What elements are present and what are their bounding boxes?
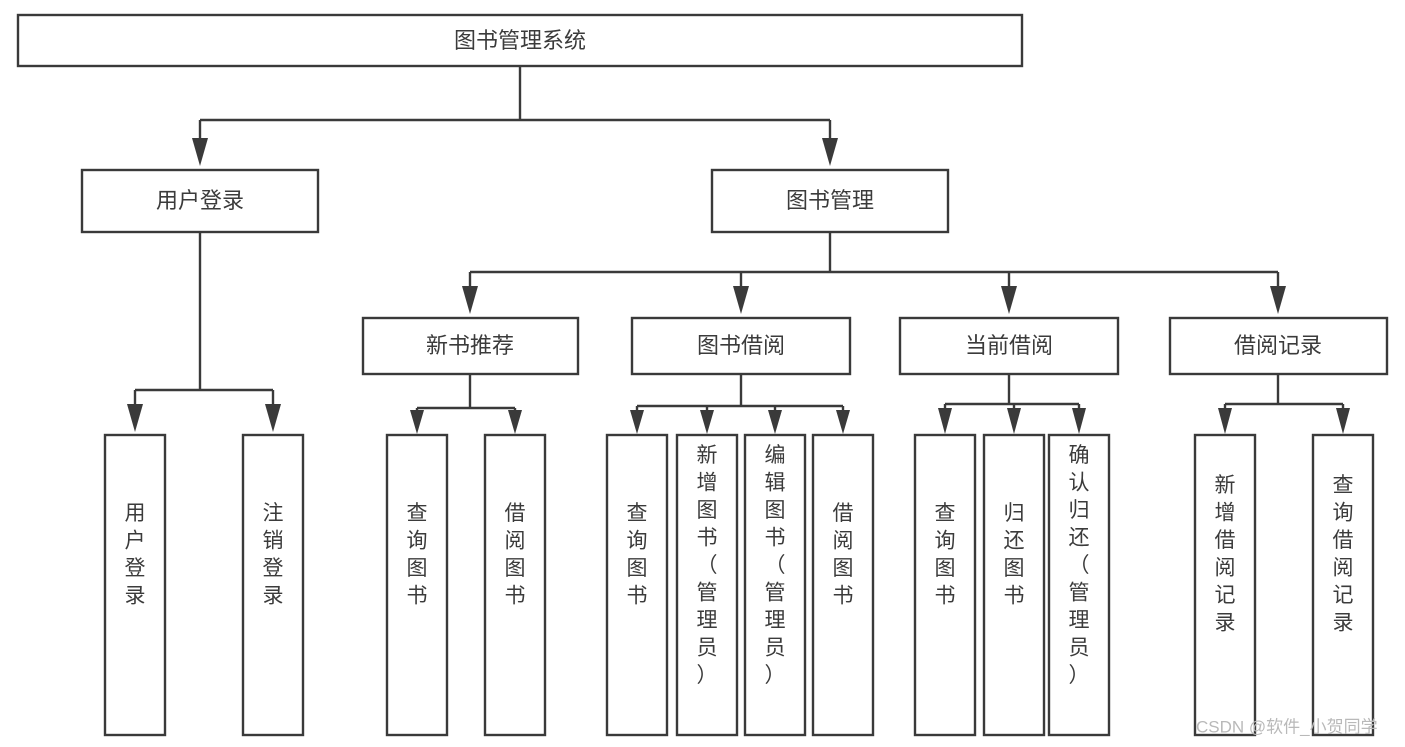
leaf-node-label: 查询图书 — [935, 502, 956, 608]
leaf-node-logout[interactable]: 注销登录 — [241, 433, 305, 737]
arrow-head-icon — [462, 286, 478, 314]
arrow-head-icon — [1336, 408, 1350, 434]
edges-layer — [127, 66, 1350, 434]
node-label: 借阅记录 — [1234, 333, 1322, 358]
leaf-node-edit-book-admin[interactable]: 编辑图书（管理员） — [743, 433, 807, 737]
arrow-head-icon — [1270, 286, 1286, 314]
node-new-book-recommend[interactable]: 新书推荐 — [361, 316, 580, 376]
node-user-login[interactable]: 用户登录 — [80, 168, 320, 234]
arrow-head-icon — [822, 138, 838, 166]
arrow-head-icon — [768, 410, 782, 434]
leaf-node-label: 新增图书（管理员） — [697, 444, 718, 687]
leaf-node-label: 确认归还（管理员） — [1069, 444, 1090, 687]
leaf-node-label: 查询借阅记录 — [1333, 474, 1354, 635]
arrow-head-icon — [836, 410, 850, 434]
node-label: 图书管理 — [786, 188, 874, 213]
arrow-head-icon — [127, 404, 143, 432]
leaf-node-label: 用户登录 — [125, 502, 146, 608]
arrow-head-icon — [508, 410, 522, 434]
leaf-node-label: 归还图书 — [1004, 502, 1025, 608]
node-book-management[interactable]: 图书管理 — [710, 168, 950, 234]
leaf-node-label: 查询图书 — [627, 502, 648, 608]
nodes-layer: 图书管理系统 用户登录 图书管理 新书推荐 图书借阅 当前 — [16, 13, 1389, 737]
leaf-node-query-books-3[interactable]: 查询图书 — [913, 433, 977, 737]
node-label: 图书管理系统 — [454, 28, 586, 53]
node-label: 当前借阅 — [965, 333, 1053, 358]
leaf-node-label: 新增借阅记录 — [1215, 474, 1236, 635]
leaf-node-borrow-books-1[interactable]: 借阅图书 — [483, 433, 547, 737]
arrow-head-icon — [1007, 408, 1021, 434]
node-root-book-management-system[interactable]: 图书管理系统 — [16, 13, 1024, 68]
leaf-node-query-books-2[interactable]: 查询图书 — [605, 433, 669, 737]
leaf-node-add-borrow-record[interactable]: 新增借阅记录 — [1193, 433, 1257, 737]
node-label: 新书推荐 — [426, 333, 514, 358]
arrow-head-icon — [410, 410, 424, 434]
leaf-node-user-login[interactable]: 用户登录 — [103, 433, 167, 737]
arrow-head-icon — [733, 286, 749, 314]
leaf-node-return-books[interactable]: 归还图书 — [982, 433, 1046, 737]
arrow-head-icon — [700, 410, 714, 434]
node-borrow-record[interactable]: 借阅记录 — [1168, 316, 1389, 376]
node-current-borrow[interactable]: 当前借阅 — [898, 316, 1120, 376]
watermark: CSDN @软件_小贺同学 — [1196, 717, 1378, 736]
leaf-node-label: 编辑图书（管理员） — [765, 444, 786, 687]
node-book-borrow[interactable]: 图书借阅 — [630, 316, 852, 376]
leaf-node-borrow-books-2[interactable]: 借阅图书 — [811, 433, 875, 737]
leaf-node-query-borrow-record[interactable]: 查询借阅记录 — [1311, 433, 1375, 737]
leaf-node-label: 借阅图书 — [505, 502, 526, 608]
leaf-node-label: 注销登录 — [263, 502, 284, 608]
arrow-head-icon — [630, 410, 644, 434]
node-label: 用户登录 — [156, 188, 244, 213]
leaf-node-label: 借阅图书 — [833, 502, 854, 608]
arrow-head-icon — [265, 404, 281, 432]
leaf-node-label: 查询图书 — [407, 502, 428, 608]
arrow-head-icon — [1072, 408, 1086, 434]
arrow-head-icon — [1001, 286, 1017, 314]
node-label: 图书借阅 — [697, 333, 785, 358]
arrow-head-icon — [1218, 408, 1232, 434]
leaf-node-confirm-return-admin[interactable]: 确认归还（管理员） — [1047, 433, 1111, 737]
leaf-node-add-book-admin[interactable]: 新增图书（管理员） — [675, 433, 739, 737]
arrow-head-icon — [938, 408, 952, 434]
leaf-node-query-books-1[interactable]: 查询图书 — [385, 433, 449, 737]
arrow-head-icon — [192, 138, 208, 166]
